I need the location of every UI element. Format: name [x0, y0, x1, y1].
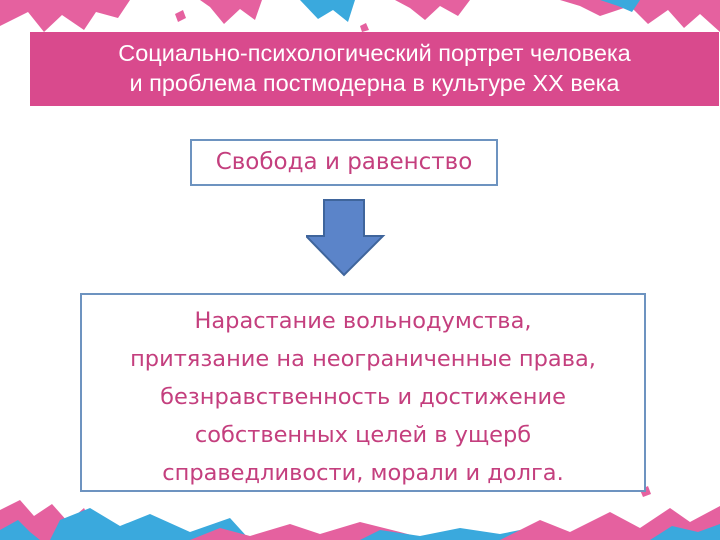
consequence-line-3: безнравственность и достижение	[160, 384, 566, 410]
consequence-line-2: притязание на неограниченные права,	[130, 346, 596, 372]
freedom-equality-label: Свобода и равенство	[215, 149, 473, 175]
consequences-box: Нарастание вольнодумства, притязание на …	[80, 293, 646, 492]
title-line-1: Социально-психологический портрет челове…	[118, 40, 631, 66]
consequence-line-5: справедливости, морали и долга.	[162, 460, 564, 486]
title-banner: Социально-психологический портрет челове…	[30, 32, 719, 106]
consequence-line-4: собственных целей в ущерб	[194, 422, 532, 448]
title-line-2: и проблема постмодерна в культуре XX век…	[129, 70, 620, 96]
paint-splash-top	[0, 0, 720, 32]
down-arrow-icon	[306, 199, 386, 277]
paint-splash-bottom	[0, 486, 720, 540]
consequence-line-1: Нарастание вольнодумства,	[194, 308, 532, 334]
freedom-equality-box: Свобода и равенство	[190, 139, 498, 186]
